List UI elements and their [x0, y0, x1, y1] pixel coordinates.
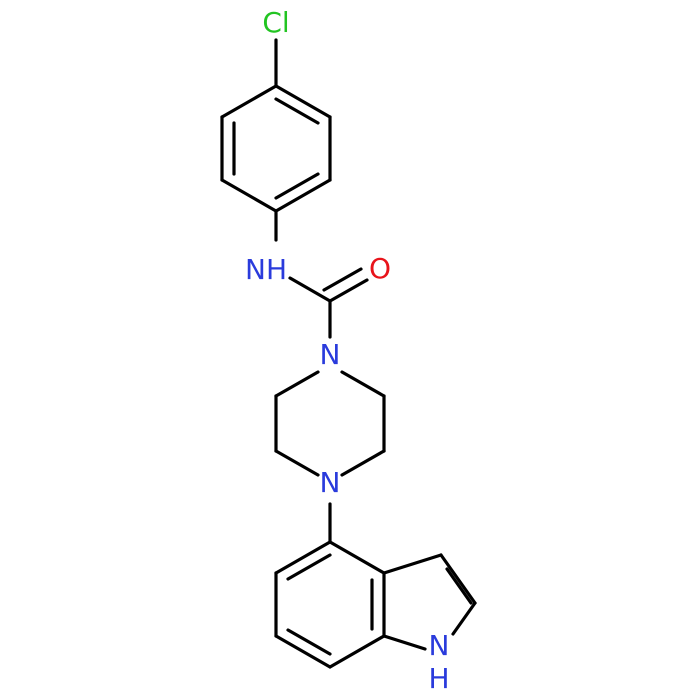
- bond: [220, 84, 278, 119]
- carbonyl-bond: [322, 267, 363, 292]
- piperazine-n1-label: N: [320, 338, 341, 371]
- indole-benzene-ring: [274, 540, 386, 669]
- piperazine-n4-label: N: [320, 466, 341, 499]
- bond: [274, 540, 332, 575]
- bond: [274, 370, 320, 398]
- chlorine-label: Cl: [262, 6, 289, 39]
- chlorophenyl-ring: [220, 84, 332, 213]
- bond: [274, 634, 332, 669]
- bond: [328, 634, 386, 669]
- amide-nh-label: NH: [245, 253, 287, 286]
- bond: [274, 84, 332, 119]
- bond: [451, 601, 477, 636]
- piperazine-ring: [274, 370, 386, 477]
- indole-pyrrole-ring: [382, 553, 477, 651]
- aromatic-bond: [274, 172, 320, 200]
- bond: [340, 370, 386, 398]
- n-c-bond: [288, 276, 332, 303]
- bond: [274, 178, 332, 213]
- aromatic-bond: [286, 553, 332, 581]
- aromatic-bond: [445, 567, 473, 605]
- aromatic-bond: [274, 97, 320, 125]
- bond: [340, 449, 386, 477]
- carbonyl-bond: [328, 278, 369, 303]
- bond: [328, 540, 386, 575]
- aromatic-bond: [286, 628, 332, 656]
- bond: [382, 634, 427, 651]
- carbonyl-oxygen-label: O: [369, 252, 391, 285]
- indole-h-label: H: [428, 662, 449, 695]
- bond: [382, 553, 443, 575]
- bond: [274, 449, 320, 477]
- indole-n-label: N: [429, 629, 450, 662]
- bond: [439, 553, 477, 605]
- bond: [220, 178, 278, 213]
